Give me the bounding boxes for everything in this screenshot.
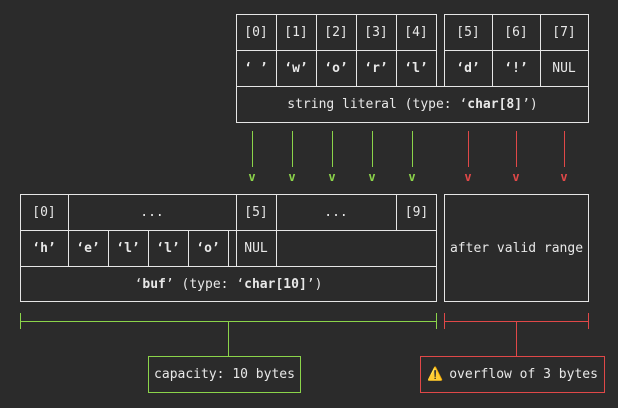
buf-caption-mid: ’ (type: ‘: [165, 276, 245, 292]
literal-char-2: ‘o’: [324, 60, 348, 76]
buf-index-last: [9]: [404, 204, 429, 220]
literal-index-6: [6]: [504, 24, 528, 40]
literal-caption-suffix: ’): [522, 97, 538, 112]
literal-index-1: [1]: [284, 24, 308, 40]
literal-char-5: ‘d’: [456, 60, 480, 76]
buf-char-nul: NUL: [244, 240, 268, 256]
literal-index-2: [2]: [324, 24, 348, 40]
warning-icon: ⚠️: [427, 367, 444, 382]
buf-char-4: ‘o’: [196, 240, 220, 256]
buf-ellipsis-a: ...: [140, 204, 164, 220]
buf-array: [20, 194, 437, 302]
literal-char-0: ‘ ’: [244, 60, 268, 76]
buf-caption-q1: ‘: [134, 276, 143, 292]
literal-char-3: ‘r’: [364, 60, 388, 76]
literal-char-7: NUL: [552, 60, 576, 76]
arrow-stem-6: [516, 131, 517, 167]
literal-index-4: [4]: [404, 24, 428, 40]
arrow-head-6: v: [512, 170, 520, 184]
overflow-callout-text: overflow of 3 bytes: [449, 367, 598, 382]
arrow-stem-7: [564, 131, 565, 167]
buf-index-first: [0]: [32, 204, 56, 220]
buf-ellipsis-b: ...: [324, 204, 348, 220]
literal-char-1: ‘w’: [284, 60, 308, 76]
literal-index-3: [3]: [364, 24, 388, 40]
capacity-callout-text: capacity: 10 bytes: [154, 367, 295, 382]
arrow-stem-0: [252, 131, 253, 167]
arrow-stem-5: [468, 131, 469, 167]
arrow-head-4: v: [408, 170, 416, 184]
arrow-head-7: v: [560, 170, 568, 184]
literal-char-6: ‘!’: [504, 60, 528, 76]
literal-caption: string literal (type: ‘char[8]’): [236, 86, 589, 123]
buf-caption-name: buf: [142, 276, 166, 292]
overflow-region-label: after valid range: [449, 240, 584, 256]
buf-index-mid: [5]: [244, 204, 268, 220]
buf-caption-type: char[10]: [244, 276, 307, 292]
arrow-stem-2: [332, 131, 333, 167]
arrow-head-1: v: [288, 170, 296, 184]
buf-char-1: ‘e’: [76, 240, 100, 256]
arrow-head-0: v: [248, 170, 256, 184]
buf-char-2: ‘l’: [116, 240, 140, 256]
literal-index-0: [0]: [244, 24, 268, 40]
arrow-stem-1: [292, 131, 293, 167]
literal-char-4: ‘l’: [404, 60, 428, 76]
literal-caption-prefix: string literal (type: ‘: [287, 97, 468, 112]
arrow-head-2: v: [328, 170, 336, 184]
arrow-stem-4: [412, 131, 413, 167]
arrow-head-3: v: [368, 170, 376, 184]
literal-caption-box: [236, 86, 589, 123]
arrow-head-5: v: [464, 170, 472, 184]
literal-caption-type: char[8]: [467, 97, 523, 112]
buf-char-3: ‘l’: [156, 240, 180, 256]
buf-caption-suffix: ’): [306, 276, 323, 292]
capacity-callout: capacity: 10 bytes: [148, 356, 301, 393]
arrow-stem-3: [372, 131, 373, 167]
literal-index-5: [5]: [456, 24, 480, 40]
buf-caption: ‘buf’ (type: ‘char[10]’): [20, 266, 437, 302]
buf-char-0: ‘h’: [32, 240, 56, 256]
literal-index-7: [7]: [552, 24, 576, 40]
overflow-region: after valid range: [444, 194, 589, 302]
overflow-callout: ⚠️ overflow of 3 bytes: [420, 356, 605, 393]
